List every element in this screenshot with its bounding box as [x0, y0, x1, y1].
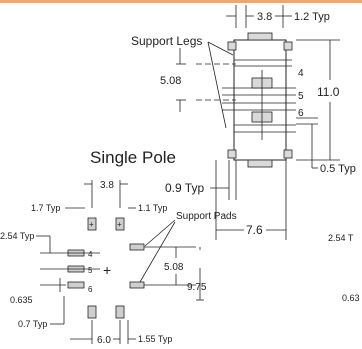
side-dim-leg-typ: 0.9 Typ	[165, 181, 204, 195]
side-pin-6: 6	[298, 108, 304, 119]
right-dim-0635: 0.63	[342, 293, 360, 303]
side-pin-4: 4	[298, 68, 304, 79]
fp-pin-6: 6	[88, 285, 93, 294]
side-dim-508: 5.08	[160, 75, 181, 87]
fp-dim-975: 9.75	[187, 282, 207, 293]
svg-text:+: +	[89, 220, 94, 229]
pad-top-right	[115, 217, 125, 231]
pad-bottom-left	[87, 305, 97, 319]
fp-dim-60: 6.0	[97, 335, 111, 346]
fp-dim-508: 5.08	[164, 262, 184, 273]
side-dim-pin-typ: 0.5 Typ	[320, 163, 356, 175]
side-dim-width: 3.8	[257, 11, 272, 23]
fp-dim-pad-typ: 1.7 Typ	[31, 203, 60, 213]
svg-text:+: +	[117, 220, 122, 229]
fp-dim-top: 3.8	[100, 180, 114, 191]
fp-pin-5: 5	[88, 266, 93, 275]
relay-body	[233, 39, 287, 161]
fp-dim-pad-w: 1.1 Typ	[138, 203, 167, 213]
support-legs-label: Support Legs	[131, 34, 202, 48]
side-dim-width-typ: 1.2 Typ	[294, 11, 330, 23]
side-pin-5: 5	[298, 91, 304, 102]
accent-bar	[0, 0, 362, 3]
side-dim-span: 7.6	[246, 223, 263, 237]
page-title: Single Pole	[90, 148, 176, 167]
pad-bottom-right	[115, 305, 125, 319]
fp-dim-155: 1.55 Typ	[138, 334, 172, 344]
svg-text:+: +	[103, 262, 111, 278]
fp-dim-07: 0.7 Typ	[18, 319, 47, 329]
side-view: 3.8 1.2 Typ	[131, 5, 356, 240]
footprint-view: 3.8 1.7 Typ 1.1 Typ + + Support Pads 4 5…	[0, 180, 237, 346]
pad-top-left	[87, 217, 97, 231]
fp-pin-4: 4	[88, 250, 93, 259]
fp-dim-pitch-left: 2.54 Typ	[0, 231, 34, 241]
support-pads-label: Support Pads	[176, 211, 237, 222]
fp-dim-0635: 0.635	[10, 295, 33, 305]
right-dim-pitch: 2.54 T	[328, 233, 354, 243]
right-view: 2.54 T 0.63	[328, 233, 360, 303]
side-dim-overall: 11.0	[317, 85, 340, 99]
